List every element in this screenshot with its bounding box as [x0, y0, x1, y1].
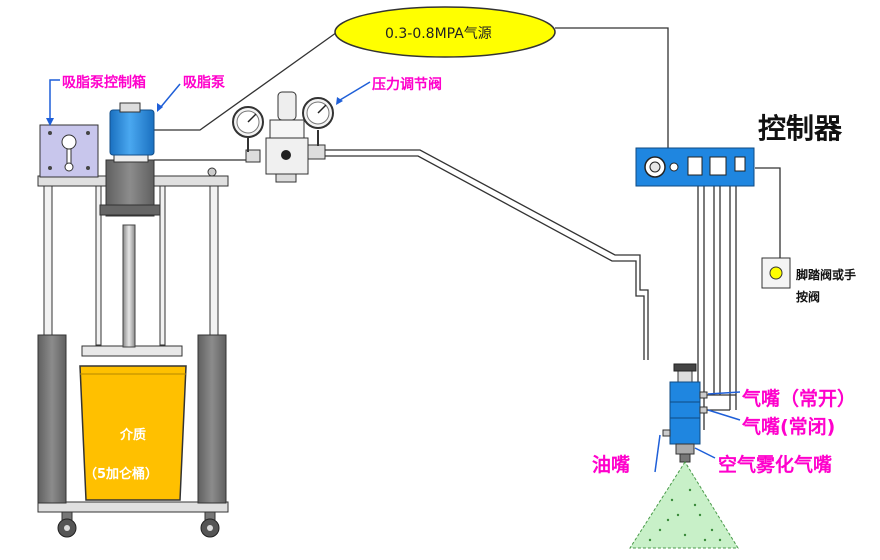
air-line-to-gun-2: [320, 155, 645, 360]
air-source-ellipse: [334, 6, 556, 58]
pump-control-box: [39, 124, 99, 178]
air-line-to-gun: [320, 149, 649, 360]
foot-valve-label-line1: 脚踏阀或手: [796, 268, 857, 282]
cart-left-column: [37, 334, 67, 504]
foot-valve-label-line2: 按阀: [796, 290, 821, 304]
pump-motor: [109, 109, 155, 156]
air-nozzle-closed-label: 气嘴(常闭): [742, 416, 836, 438]
callout-arrowheads: [46, 97, 343, 126]
bucket-label: （5加仑桶）: [84, 467, 159, 482]
air-line-to-controller: [555, 27, 669, 148]
callouts: [49, 79, 741, 473]
cart-right-column: [197, 334, 227, 504]
controller-label: 控制器: [758, 112, 843, 145]
oil-nozzle-label: 油嘴: [592, 454, 631, 476]
controller-box: [635, 147, 755, 187]
suction-pump-label: 吸脂泵: [183, 75, 225, 91]
air-nozzle-open-label: 气嘴（常开）: [742, 388, 857, 410]
suction-pump: [99, 102, 225, 348]
pressure-gauge-icon: [302, 97, 334, 146]
pump-control-box-label: 吸脂泵控制箱: [62, 75, 146, 91]
controller-hoses: [697, 167, 781, 430]
pressure-regulator: [225, 91, 326, 183]
medium-label: 介质: [120, 428, 147, 443]
spray-gun: [662, 363, 708, 463]
spray-cone-icon: [629, 461, 739, 549]
pressure-gauge-icon: [232, 106, 264, 152]
foot-valve: [761, 257, 791, 289]
medium-bucket: [79, 365, 187, 501]
indicator-lamp-icon: [769, 266, 783, 280]
air-lines: [150, 27, 669, 360]
caster-wheel-icon: [57, 511, 77, 538]
pressure-valve-label: 压力调节阀: [372, 77, 442, 93]
caster-wheel-icon: [200, 511, 220, 538]
air-line-to-pump: [150, 29, 341, 131]
atomizing-nozzle-label: 空气雾化气嘴: [718, 454, 833, 476]
air-source-label: 0.3-0.8MPA气源: [385, 26, 492, 42]
